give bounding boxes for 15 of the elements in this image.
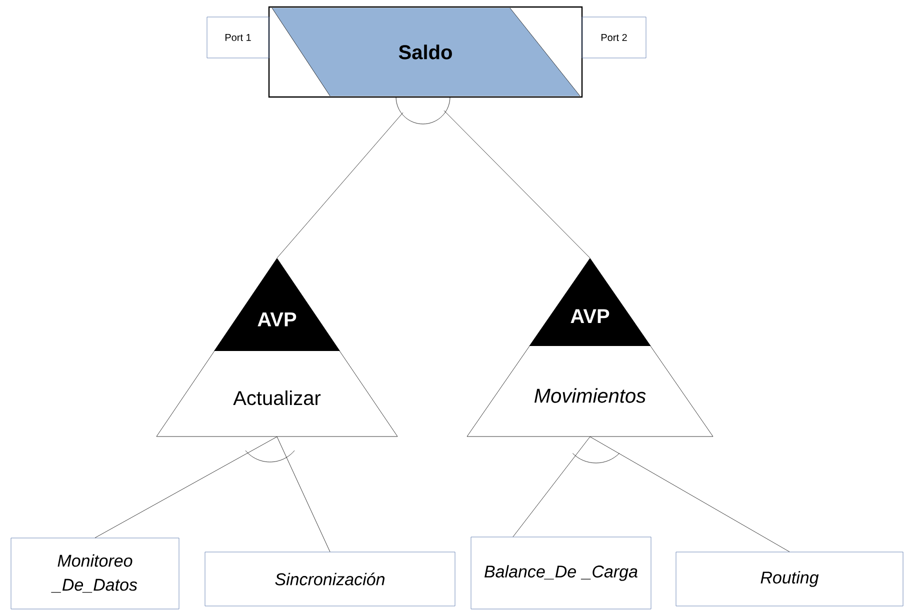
saldo-box: Saldo <box>268 6 583 98</box>
connector-line <box>94 436 278 538</box>
module-box: Sincronización <box>204 552 456 606</box>
module-box: Balance_De _Carga <box>470 536 652 610</box>
triangle-node: AVP Movimientos <box>466 258 714 437</box>
module-box: Routing <box>676 552 904 606</box>
connector-line <box>276 436 330 552</box>
connector-line <box>512 436 590 537</box>
connector-line <box>276 112 404 258</box>
port-box: Port 2 <box>582 16 646 58</box>
triangle-node: AVP Actualizar <box>156 258 398 437</box>
module-box: Monitoreo _De_Datos <box>10 538 180 610</box>
connector-line <box>444 110 590 258</box>
connector-line <box>590 436 790 552</box>
port-box: Port 1 <box>206 16 270 58</box>
